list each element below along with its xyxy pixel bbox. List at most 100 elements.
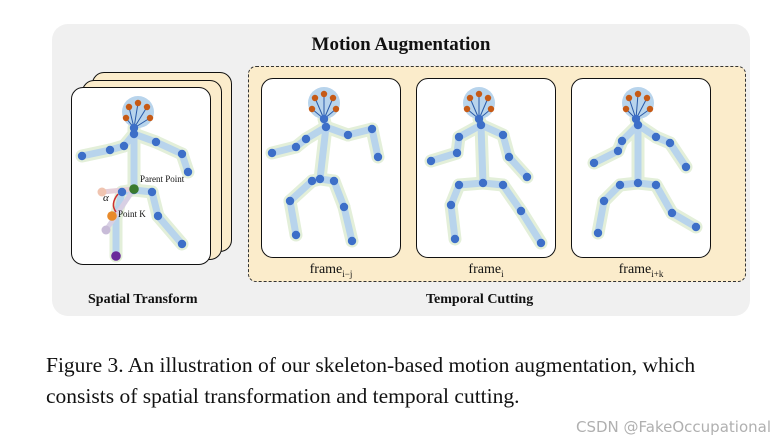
bone — [427, 149, 461, 165]
bone — [447, 201, 459, 243]
bone — [286, 197, 300, 239]
head-keypoint — [622, 105, 630, 113]
joint-rel — [665, 138, 675, 148]
frame-label-3: framei+k — [618, 262, 664, 279]
joint-rwr — [183, 167, 193, 177]
bone — [505, 153, 531, 181]
spatial-transform-caption: Spatial Transform — [88, 292, 198, 307]
frame-label-2: framei — [468, 262, 504, 279]
alpha-label: α — [103, 192, 109, 204]
bone — [340, 203, 356, 245]
figure-caption: Figure 3. An illustration of our skeleto… — [46, 353, 696, 408]
bone — [477, 121, 487, 187]
panel-title: Motion Augmentation — [311, 34, 491, 55]
joint-lkn — [446, 200, 456, 210]
bone — [316, 123, 330, 183]
joint-lsh — [301, 134, 311, 144]
joint-chest — [476, 120, 486, 130]
ghost-bone — [99, 186, 137, 195]
frame-card-3 — [571, 78, 711, 258]
joint-rhip — [329, 176, 339, 186]
joint-lel — [613, 146, 623, 156]
bone — [330, 177, 348, 211]
joint-lel — [291, 142, 301, 152]
frame-card-1 — [261, 78, 401, 258]
joint-lwr — [426, 156, 436, 166]
bone — [666, 139, 690, 171]
joint-rsh — [651, 132, 661, 142]
joint-rhip — [651, 180, 661, 190]
head-keypoint — [646, 105, 654, 113]
frame-2-skeleton — [424, 87, 548, 250]
spatial-skeleton-figure — [75, 96, 195, 263]
point-k-label: Point K — [118, 209, 146, 219]
joint-lwr — [267, 148, 277, 158]
joint-rkn — [516, 206, 526, 216]
joint-chest — [129, 129, 139, 139]
bone — [152, 138, 186, 158]
joint-lhip — [615, 180, 625, 190]
head-keypoint — [643, 94, 651, 102]
head-line — [133, 102, 139, 129]
bone — [590, 147, 622, 167]
head-keypoint — [634, 90, 642, 98]
joint-lhip — [117, 187, 127, 197]
head-keypoint — [146, 114, 154, 122]
head-keypoint — [134, 99, 142, 107]
frame-1-skeleton — [265, 87, 385, 248]
joint-lkn — [599, 196, 609, 206]
head-keypoint — [311, 94, 319, 102]
joint-ran — [177, 239, 187, 249]
joint-rhip — [498, 180, 508, 190]
head-keypoint — [625, 94, 633, 102]
joint-lwr — [589, 158, 599, 168]
head-keypoint — [122, 114, 130, 122]
joint-lsh — [119, 141, 129, 151]
joint-rsh — [498, 130, 508, 140]
joint-lsh — [617, 136, 627, 146]
joint-lhip — [454, 180, 464, 190]
joint-ran — [536, 238, 546, 248]
joint-rel — [504, 152, 514, 162]
joint-lan — [450, 234, 460, 244]
joint-lan — [291, 230, 301, 240]
bone — [154, 212, 186, 248]
head-keypoint — [143, 103, 151, 111]
bone — [594, 197, 608, 237]
joint-lel — [105, 145, 115, 155]
parent-point-label: Parent Point — [140, 174, 185, 184]
head-keypoint — [320, 90, 328, 98]
joint-neck — [129, 123, 139, 133]
joint-rkn — [667, 208, 677, 218]
joint-rel — [367, 124, 377, 134]
frame-3-skeleton — [587, 87, 703, 240]
joint-ran — [347, 236, 357, 246]
bone — [652, 181, 676, 217]
joint-lwr — [77, 151, 87, 161]
point-k — [107, 211, 117, 221]
head-keypoint — [487, 105, 495, 113]
joint-pelvis — [315, 174, 325, 184]
bone — [368, 125, 382, 161]
bone — [668, 209, 700, 231]
joint-lkn — [285, 196, 295, 206]
joint-rel — [177, 149, 187, 159]
joint-rwr — [373, 152, 383, 162]
rotation-arc — [112, 193, 119, 213]
faded-point — [101, 225, 111, 235]
joint-rkn — [153, 211, 163, 221]
joint-lel — [452, 148, 462, 158]
watermark: CSDN @FakeOccupational — [576, 418, 771, 436]
joint-neck — [319, 114, 329, 124]
joint-chest — [633, 120, 643, 130]
joint-lhip — [307, 176, 317, 186]
head-keypoint — [308, 105, 316, 113]
head-keypoint — [466, 94, 474, 102]
head-keypoint — [329, 94, 337, 102]
head-keypoint — [125, 103, 133, 111]
head-keypoint — [463, 105, 471, 113]
bone — [499, 181, 525, 215]
frame-label-1: framei−j — [309, 262, 353, 279]
temporal-cutting-box: framei−j framei framei+k — [248, 66, 746, 282]
bone — [517, 207, 545, 247]
